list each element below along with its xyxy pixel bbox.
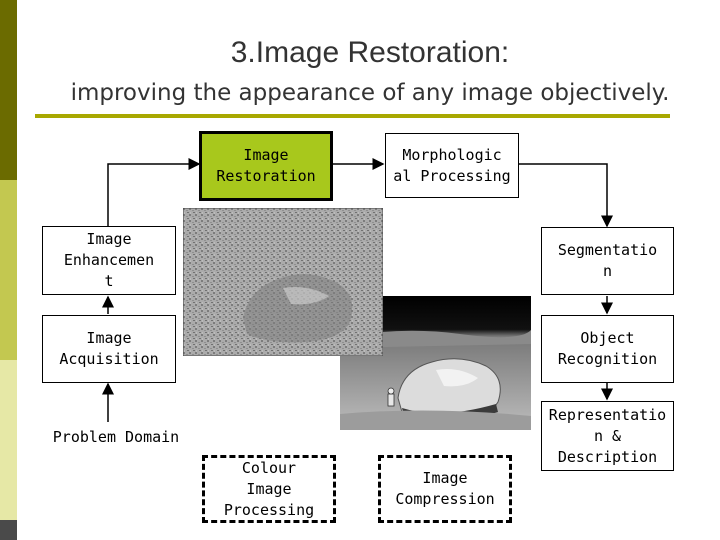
- slide-subtitle: improving the appearance of any image ob…: [70, 80, 670, 106]
- sidebar-band-bottom: [0, 360, 17, 540]
- node-representation-description: Representatio n & Description: [541, 401, 674, 471]
- node-object-recognition: Object Recognition: [541, 315, 674, 383]
- node-image-compression: Image Compression: [378, 455, 512, 523]
- node-morphological-processing: Morphologic al Processing: [385, 133, 519, 198]
- sidebar-band-top: [0, 0, 17, 180]
- sidebar-band-middle: [0, 180, 17, 360]
- title-underline: [35, 114, 670, 118]
- corner-thumbnail: [0, 520, 17, 540]
- node-image-acquisition: Image Acquisition: [42, 315, 176, 383]
- node-problem-domain: Problem Domain: [52, 427, 180, 446]
- slide-title: 3.Image Restoration:: [230, 36, 510, 69]
- node-segmentation: Segmentatio n: [541, 227, 674, 295]
- node-image-enhancement: Image Enhancemen t: [42, 226, 176, 295]
- degraded-lunar-photo: [183, 208, 383, 356]
- node-image-restoration: Image Restoration: [199, 131, 333, 201]
- node-colour-image-processing: Colour Image Processing: [202, 455, 336, 523]
